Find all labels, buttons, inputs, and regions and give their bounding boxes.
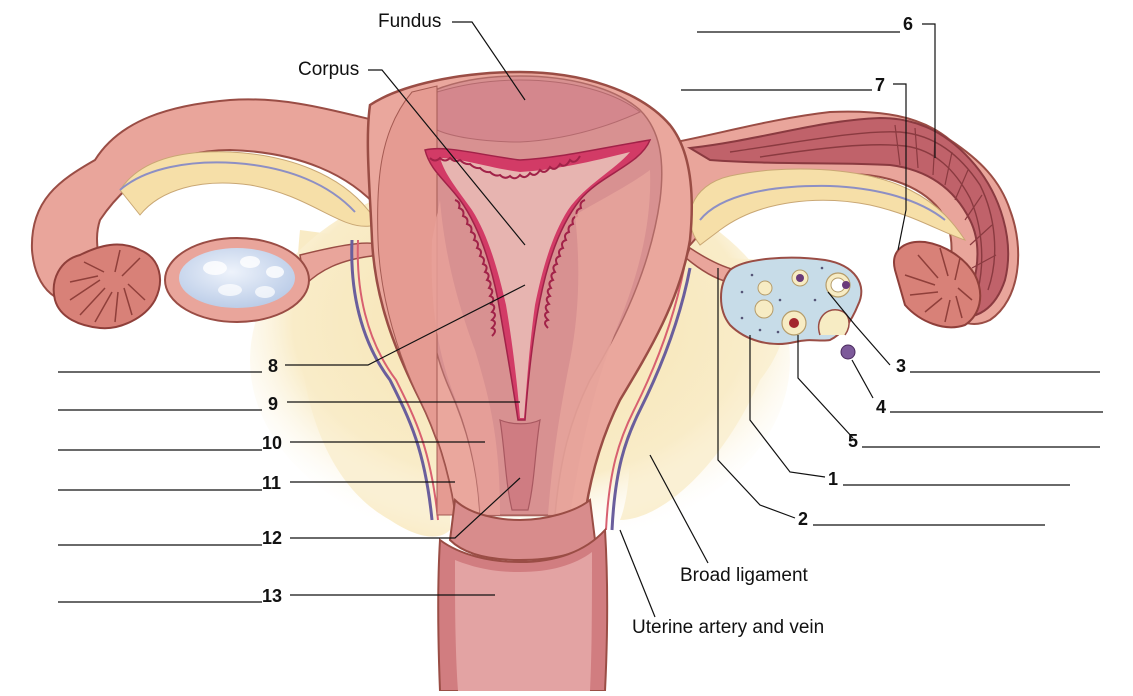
number-7: 7: [875, 75, 886, 95]
left-uterine-artery: [356, 239, 439, 521]
label-uterine-artery-and-vein: Uterine artery and vein: [632, 617, 825, 638]
left-fimbriae: [52, 243, 161, 330]
myometrium-right: [548, 170, 651, 515]
number-4: 4: [876, 397, 887, 417]
number-11: 11: [262, 473, 282, 493]
label-fundus: Fundus: [378, 11, 442, 32]
vagina: [437, 527, 609, 692]
number-12: 12: [262, 528, 283, 548]
label-broad-ligament: Broad ligament: [680, 565, 808, 586]
left-uterine-vein: [350, 239, 434, 521]
left-ovary: [164, 237, 379, 323]
right-ovary: [685, 246, 863, 360]
number-1: 1: [828, 469, 839, 489]
leader-lines: [58, 21, 1103, 618]
number-3: 3: [896, 356, 907, 376]
number-5: 5: [848, 431, 859, 451]
right-uterine-vein: [610, 267, 692, 531]
uterine-cavity: [424, 139, 652, 421]
number-6: 6: [903, 14, 914, 34]
number-9: 9: [268, 394, 279, 414]
right-fallopian-tube: [638, 110, 1020, 325]
number-10: 10: [262, 433, 283, 453]
number-8: 8: [268, 356, 279, 376]
right-uterine-artery: [605, 267, 685, 531]
right-fimbriae: [893, 240, 982, 329]
number-2: 2: [798, 509, 809, 529]
number-13: 13: [262, 586, 283, 606]
label-corpus: Corpus: [298, 59, 360, 80]
